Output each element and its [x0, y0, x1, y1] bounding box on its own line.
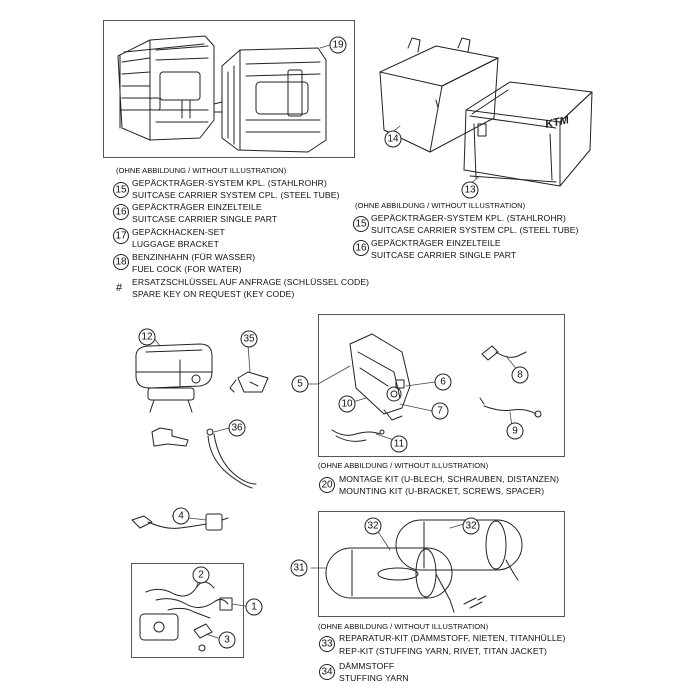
soft-case-left-illustration — [117, 35, 215, 141]
callout-11: 11 — [394, 439, 405, 450]
frame-soft-cases — [103, 20, 355, 158]
callout-9: 9 — [512, 426, 518, 437]
frame-exhaust — [318, 511, 565, 617]
right-list-num-15: 15 — [355, 219, 367, 230]
list-number-circles — [113, 182, 369, 680]
mounting-bracket-illustration — [349, 333, 411, 421]
callout-numbers: 19 14 13 12 35 36 4 5 6 7 10 11 8 9 31 3… — [141, 40, 523, 646]
cable-11-illustration — [331, 429, 385, 442]
callout-8: 8 — [517, 370, 523, 381]
right-item-16-en: SUITCASE CARRIER SINGLE PART — [371, 250, 517, 260]
callout-32-front: 32 — [367, 521, 379, 532]
silencer-rear-illustration — [395, 519, 523, 581]
callout-32-rear: 32 — [465, 521, 477, 532]
left-item-17-de: GEPÄCKHACKEN-SET — [132, 227, 225, 237]
left-item-16-de: GEPÄCKTRÄGER EINZELTEILE — [132, 202, 262, 212]
list-num-33: 33 — [321, 639, 333, 650]
silencer-front-illustration — [325, 547, 455, 613]
list-numbers: 15 16 17 18 15 16 20 33 34 — [115, 185, 367, 678]
security-cable-illustration — [151, 427, 257, 489]
aluminium-case-large-illustration — [463, 81, 593, 187]
callout-12: 12 — [141, 332, 153, 343]
wiring-set-illustration — [139, 581, 233, 652]
list-num-34: 34 — [321, 667, 333, 678]
frame-mounting-parts — [318, 314, 565, 457]
hash-symbol: # — [116, 282, 123, 294]
callout-13: 13 — [464, 185, 476, 196]
mounting-item-20-de: MONTAGE KIT (U-BLECH, SCHRAUBEN, DISTANZ… — [339, 474, 560, 484]
right-list-num-16: 16 — [355, 243, 367, 254]
right-item-16-de: GEPÄCKTRÄGER EINZELTEILE — [371, 238, 501, 248]
left-item-18-en: FUEL COCK (FOR WATER) — [132, 264, 242, 274]
hash-note-de: ERSATZSCHLÜSSEL AUF ANFRAGE (SCHLÜSSEL C… — [132, 277, 370, 287]
left-list-note: (OHNE ABBILDUNG / WITHOUT ILLUSTRATION) — [116, 166, 287, 175]
callout-circles — [138, 36, 529, 649]
callout-6: 6 — [440, 377, 446, 388]
callout-36: 36 — [231, 423, 243, 434]
exhaust-item-33-en: REP-KIT (STUFFING YARN, RIVET, TITAN JAC… — [339, 646, 547, 656]
callout-7: 7 — [437, 406, 443, 417]
left-item-16-en: SUITCASE CARRIER SINGLE PART — [132, 214, 278, 224]
screws-illustration — [463, 595, 487, 609]
list-num-16: 16 — [115, 207, 127, 218]
hash-note-en: SPARE KEY ON REQUEST (KEY CODE) — [132, 289, 295, 299]
callout-4: 4 — [178, 511, 184, 522]
list-num-17: 17 — [115, 231, 127, 242]
callout-35: 35 — [243, 334, 255, 345]
exhaust-item-34-en: STUFFING YARN — [339, 673, 409, 683]
callout-14: 14 — [387, 134, 399, 145]
aluminium-case-small-illustration — [379, 37, 499, 153]
exhaust-list-note: (OHNE ABBILDUNG / WITHOUT ILLUSTRATION) — [318, 622, 489, 631]
soft-case-right-illustration — [213, 47, 327, 153]
exhaust-item-34-de: DÄMMSTOFF — [339, 661, 395, 671]
left-item-15-de: GEPÄCKTRÄGER-SYSTEM KPL. (STAHLROHR) — [132, 178, 327, 188]
callout-2: 2 — [198, 570, 204, 581]
right-item-15-en: SUITCASE CARRIER SYSTEM CPL. (STEEL TUBE… — [371, 225, 579, 235]
right-item-15-de: GEPÄCKTRÄGER-SYSTEM KPL. (STAHLROHR) — [371, 213, 566, 223]
mounting-list-note: (OHNE ABBILDUNG / WITHOUT ILLUSTRATION) — [318, 461, 489, 470]
right-list-note: (OHNE ABBILDUNG / WITHOUT ILLUSTRATION) — [355, 201, 526, 210]
callout-31: 31 — [293, 563, 305, 574]
callout-10: 10 — [341, 399, 353, 410]
cable-9-illustration — [479, 397, 542, 418]
tank-bag-illustration — [135, 343, 213, 413]
frame-wiring — [131, 563, 244, 658]
wiring-harness-illustration — [131, 513, 229, 531]
list-num-18: 18 — [115, 257, 127, 268]
callout-5: 5 — [297, 379, 303, 390]
list-num-20: 20 — [321, 480, 333, 491]
brand-logo-ktm: KTM — [544, 114, 571, 131]
list-num-15: 15 — [115, 185, 127, 196]
key-tag-illustration — [229, 371, 269, 393]
mounting-item-20-en: MOUNTING KIT (U-BRACKET, SCREWS, SPACER) — [339, 486, 545, 496]
callout-1: 1 — [251, 602, 257, 613]
left-item-17-en: LUGGAGE BRACKET — [132, 239, 219, 249]
left-item-18-de: BENZINHAHN (FÜR WASSER) — [132, 252, 256, 262]
callout-3: 3 — [224, 635, 230, 646]
left-item-15-en: SUITCASE CARRIER SYSTEM CPL. (STEEL TUBE… — [132, 190, 340, 200]
exhaust-item-33-de: REPARATUR-KIT (DÄMMSTOFF, NIETEN, TITANH… — [339, 633, 566, 643]
callout-19: 19 — [332, 40, 344, 51]
cable-8-illustration — [481, 345, 527, 361]
